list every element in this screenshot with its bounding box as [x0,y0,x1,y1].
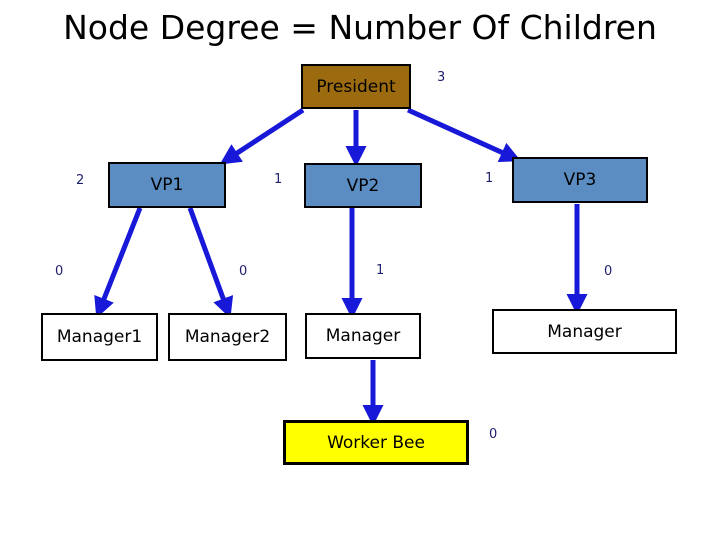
node-president[interactable]: President [301,64,411,109]
degree-label-president: 3 [437,70,446,85]
node-manager4-label: Manager [547,321,622,342]
page-title: Node Degree = Number Of Children [63,8,657,47]
node-manager4[interactable]: Manager [492,309,677,354]
degree-label-vp2: 1 [274,172,283,187]
node-manager3-label: Manager [325,326,401,346]
edge-president-vp3 [406,107,522,163]
degree-label-manager4: 0 [604,264,613,279]
edge-president-vp1 [219,107,305,165]
node-worker-bee[interactable]: Worker Bee [283,420,469,465]
node-vp1-label: VP1 [150,175,184,195]
node-manager1-label: Manager1 [56,327,143,347]
node-vp1[interactable]: VP1 [108,162,226,208]
edge-vp1-manager1 [94,207,143,319]
node-manager2[interactable]: Manager2 [168,313,287,361]
node-vp3-label: VP3 [563,170,597,190]
node-manager2-label: Manager2 [184,327,271,347]
edge-vp1-manager2 [187,207,234,319]
node-worker-bee-label: Worker Bee [327,432,425,453]
node-manager3[interactable]: Manager [305,313,421,359]
degree-label-worker-bee: 0 [489,427,498,442]
node-president-label: President [316,76,396,97]
node-vp2-label: VP2 [346,175,380,196]
degree-label-vp1: 2 [76,173,85,188]
node-vp2[interactable]: VP2 [304,163,422,208]
degree-label-vp3: 1 [485,171,494,186]
node-vp3[interactable]: VP3 [512,157,648,203]
degree-label-manager3: 1 [376,263,385,278]
degree-label-manager2: 0 [239,264,248,279]
degree-label-manager1: 0 [55,264,64,279]
node-manager1[interactable]: Manager1 [41,313,158,361]
